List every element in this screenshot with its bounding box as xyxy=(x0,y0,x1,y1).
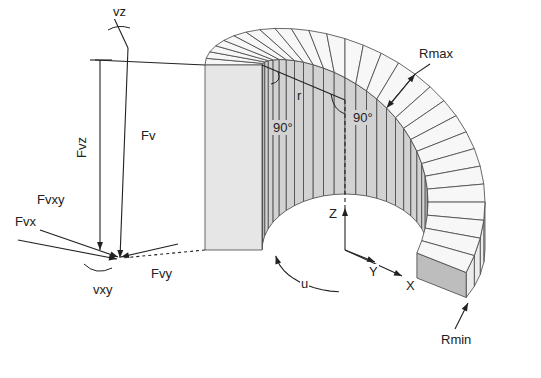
fvy-vector xyxy=(121,244,178,257)
top-surface xyxy=(427,184,485,202)
angle-arc xyxy=(331,94,345,114)
cut-face xyxy=(205,65,262,250)
fv-vector xyxy=(120,48,128,258)
inner-wall xyxy=(268,60,273,229)
inner-wall xyxy=(345,78,356,195)
force-label: Fvz xyxy=(74,136,89,159)
inner-wall xyxy=(377,99,387,202)
inner-wall xyxy=(286,60,294,211)
fvx-vector xyxy=(18,240,117,259)
fvz-vector xyxy=(99,60,100,250)
u-arrow-head xyxy=(275,256,281,265)
axis-label: Y xyxy=(368,264,379,279)
dimension-label: Rmin xyxy=(440,332,472,347)
u-arc xyxy=(276,256,339,292)
inner-wall xyxy=(334,72,345,194)
inner-wall xyxy=(367,91,377,198)
inner-wall xyxy=(356,84,367,196)
angle-label: 90° xyxy=(352,110,374,125)
extension-line xyxy=(95,60,205,65)
tick-line xyxy=(90,59,112,60)
inner-wall xyxy=(387,108,396,206)
y-axis-head xyxy=(367,256,376,262)
angle-label: vxy xyxy=(92,282,114,297)
inner-wall xyxy=(411,140,417,223)
rmax-leader xyxy=(415,64,430,74)
angle-arc xyxy=(271,72,279,84)
angle-label: u xyxy=(300,276,309,291)
inner-wall xyxy=(273,60,279,223)
inner-wall xyxy=(396,118,404,211)
rmin-leader-head xyxy=(462,303,468,312)
axis-label: Z xyxy=(328,206,338,221)
rmin-leader xyxy=(455,303,468,329)
inner-wall xyxy=(404,128,411,216)
axis-label: X xyxy=(405,278,416,293)
inner-wall xyxy=(265,61,269,236)
inner-wall xyxy=(324,68,335,196)
force-label: Fvy xyxy=(150,266,173,281)
fvy-vector-head xyxy=(121,252,130,258)
top-surface xyxy=(327,34,345,78)
rmax-dimension xyxy=(391,74,416,104)
axis-line xyxy=(344,100,345,208)
angle-label: 90° xyxy=(272,120,294,135)
inner-wall xyxy=(279,60,286,216)
fvz-vector-head xyxy=(97,242,103,250)
vz-line xyxy=(114,18,128,48)
force-label: Fvxy xyxy=(36,192,65,207)
inner-wall xyxy=(417,151,422,228)
vxy-arc xyxy=(84,264,112,271)
inner-wall xyxy=(313,65,323,199)
rmax-head xyxy=(387,100,395,108)
radius-label: r xyxy=(296,88,302,103)
dimension-label: Rmax xyxy=(418,46,454,61)
rmax-dimension-head xyxy=(408,74,415,82)
fvxy-vector xyxy=(40,230,118,257)
angle-label: vz xyxy=(112,4,127,19)
fvx-vector-head xyxy=(109,255,117,261)
force-label: Fv xyxy=(140,128,156,143)
radius-line xyxy=(262,65,345,100)
z-axis-head xyxy=(342,208,348,216)
top-surface xyxy=(417,241,474,273)
x-axis-head xyxy=(394,270,403,276)
force-label: Fvx xyxy=(14,214,37,229)
